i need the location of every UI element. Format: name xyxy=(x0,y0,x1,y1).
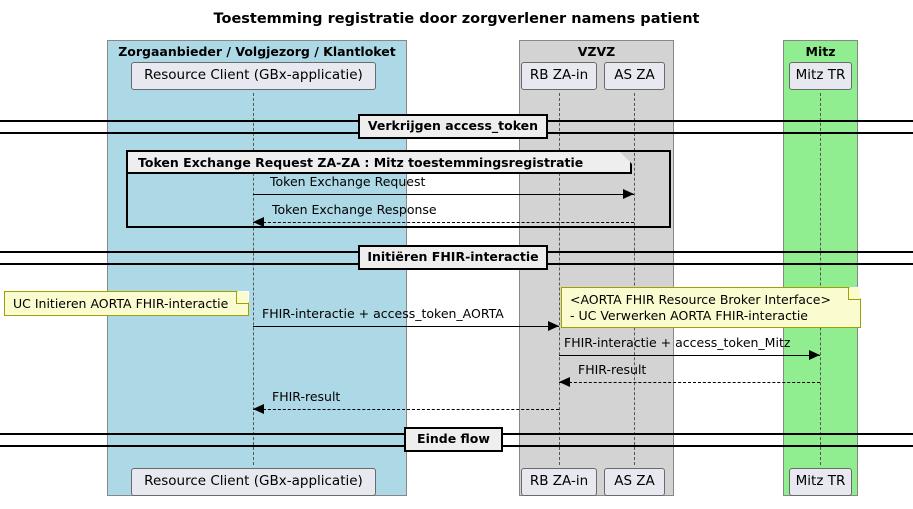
divider-einde-flow: Einde flow xyxy=(404,427,503,452)
message-arrowhead-fhir-interactie-aorta xyxy=(548,321,559,331)
participant-head-mitz-tr-label: Mitz TR xyxy=(795,67,846,84)
fragment-token-exchange-label: Token Exchange Request ZA-ZA : Mitz toes… xyxy=(138,154,584,170)
message-arrowhead-token-exchange-request xyxy=(623,189,634,199)
message-label-fhir-result-mitz: FHIR-result xyxy=(578,362,647,377)
note-fold-corner-icon xyxy=(236,292,248,304)
lifeline-mitz-tr xyxy=(820,93,821,465)
note-uc-initieren-aorta: UC Initieren AORTA FHIR-interactie xyxy=(4,291,249,316)
note-aorta-fhir-resource-broker-line2: - UC Verwerken AORTA FHIR-interactie xyxy=(570,308,809,323)
message-arrowhead-fhir-interactie-mitz xyxy=(809,350,820,360)
divider-verkrijgen-access-token-label: Verkrijgen access_token xyxy=(367,118,539,134)
divider-initieren-fhir-interactie: Initiëren FHIR-interactie xyxy=(358,245,548,270)
participant-foot-mitz-tr-label: Mitz TR xyxy=(795,473,846,490)
message-line-fhir-interactie-mitz xyxy=(559,355,820,356)
participant-foot-resource-client-label: Resource Client (GBx-applicatie) xyxy=(144,473,363,490)
participant-foot-rb-za-in[interactable]: RB ZA-in xyxy=(521,468,597,496)
participant-head-as-za[interactable]: AS ZA xyxy=(604,62,665,90)
participant-head-resource-client[interactable]: Resource Client (GBx-applicatie) xyxy=(131,62,376,90)
message-arrowhead-fhir-result-mitz xyxy=(559,377,570,387)
message-label-fhir-result-client: FHIR-result xyxy=(272,389,341,404)
message-line-fhir-interactie-aorta xyxy=(253,326,559,327)
lifeline-as-za xyxy=(634,93,635,465)
group-label-mitz: Mitz xyxy=(805,44,836,59)
message-line-fhir-result-mitz xyxy=(559,382,820,383)
lifeline-resource-client xyxy=(253,93,254,465)
group-label-zorgaanbieder: Zorgaanbieder / Volgjezorg / Klantloket xyxy=(118,44,396,59)
note-fold-corner-icon xyxy=(848,288,860,300)
participant-head-mitz-tr[interactable]: Mitz TR xyxy=(789,62,852,90)
message-line-token-exchange-response xyxy=(253,222,634,223)
message-line-fhir-result-client xyxy=(253,409,559,410)
participant-head-resource-client-label: Resource Client (GBx-applicatie) xyxy=(144,67,363,84)
participant-foot-rb-za-in-label: RB ZA-in xyxy=(529,473,589,490)
divider-einde-flow-label: Einde flow xyxy=(417,431,490,447)
participant-foot-resource-client[interactable]: Resource Client (GBx-applicatie) xyxy=(131,468,376,496)
diagram-title: Toestemming registratie door zorgverlene… xyxy=(213,11,700,27)
message-label-fhir-interactie-mitz: FHIR-interactie + access_token_Mitz xyxy=(564,335,791,350)
divider-initieren-fhir-interactie-label: Initiëren FHIR-interactie xyxy=(367,249,539,265)
participant-head-rb-za-in-label: RB ZA-in xyxy=(529,67,589,84)
participant-foot-as-za[interactable]: AS ZA xyxy=(604,468,665,496)
note-uc-initieren-aorta-text: UC Initieren AORTA FHIR-interactie xyxy=(13,296,229,311)
participant-head-as-za-label: AS ZA xyxy=(614,67,655,84)
participant-foot-as-za-label: AS ZA xyxy=(614,473,655,490)
participant-head-rb-za-in[interactable]: RB ZA-in xyxy=(521,62,597,90)
note-aorta-fhir-resource-broker-line1: <AORTA FHIR Resource Broker Interface> xyxy=(570,292,831,307)
fragment-token-exchange-header: Token Exchange Request ZA-ZA : Mitz toes… xyxy=(128,152,632,174)
message-label-token-exchange-response: Token Exchange Response xyxy=(272,202,437,217)
group-box-zorgaanbieder: Zorgaanbieder / Volgjezorg / Klantloket xyxy=(107,40,407,496)
message-label-token-exchange-request: Token Exchange Request xyxy=(270,174,426,189)
fragment-token-exchange xyxy=(126,150,671,228)
message-line-token-exchange-request xyxy=(253,194,634,195)
divider-verkrijgen-access-token: Verkrijgen access_token xyxy=(358,114,548,139)
group-label-vzvz: VZVZ xyxy=(577,44,616,59)
message-arrowhead-token-exchange-response xyxy=(253,217,264,227)
message-arrowhead-fhir-result-client xyxy=(253,404,264,414)
message-label-fhir-interactie-aorta: FHIR-interactie + access_token_AORTA xyxy=(262,306,504,321)
lifeline-rb-za-in xyxy=(559,93,560,465)
note-aorta-fhir-resource-broker: <AORTA FHIR Resource Broker Interface> -… xyxy=(561,287,861,328)
participant-foot-mitz-tr[interactable]: Mitz TR xyxy=(789,468,852,496)
